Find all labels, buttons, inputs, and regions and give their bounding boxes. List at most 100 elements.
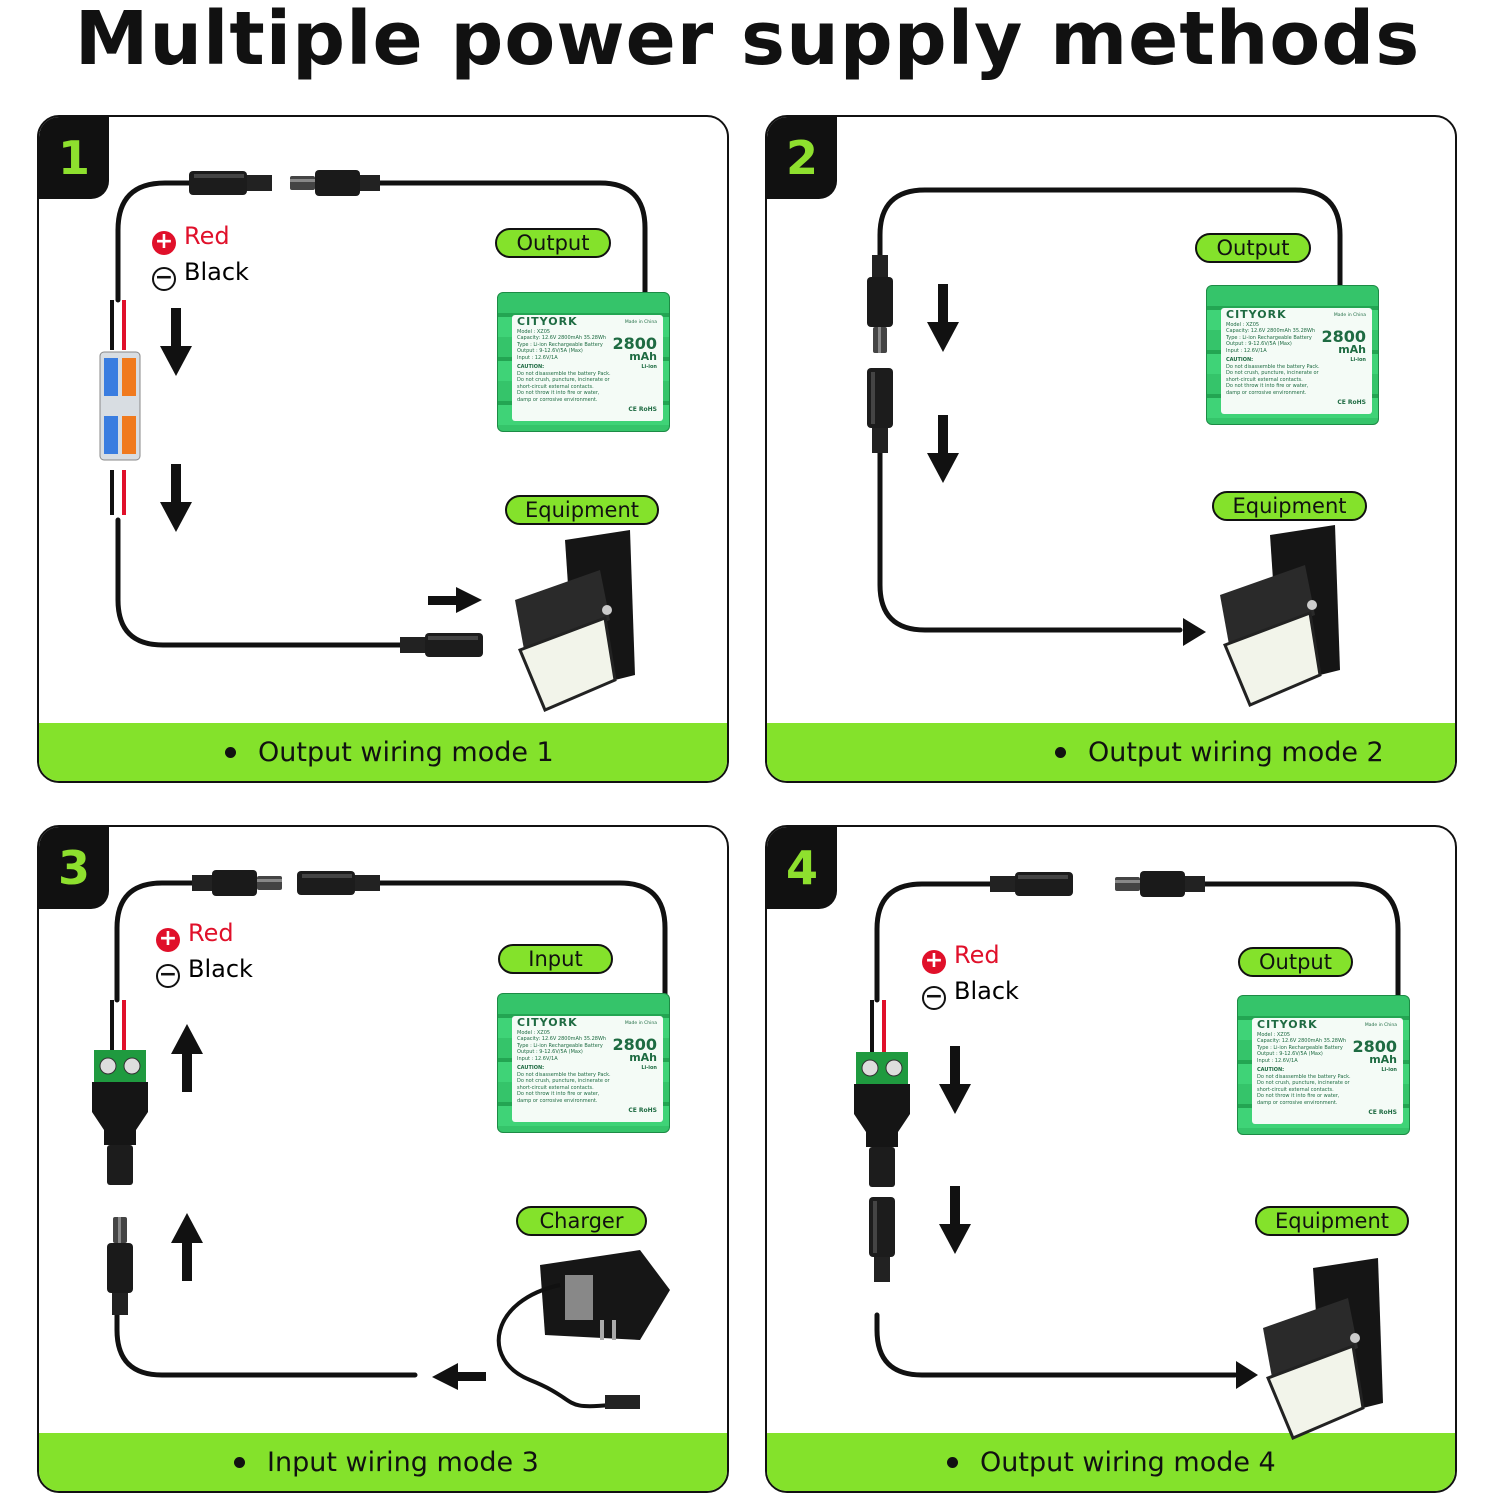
capacity-value: 2800 (612, 334, 657, 353)
equipment-light-image (513, 528, 637, 712)
equipment-light-image (1261, 1256, 1385, 1440)
spec-line: Model : XZ05 (517, 328, 551, 335)
caution-line: Do not throw it into fire or water, damp… (517, 1091, 600, 1104)
plus-icon: + (156, 928, 180, 952)
page-title: Multiple power supply methods (74, 0, 1421, 82)
brand-logo: CITYORK (517, 315, 578, 328)
spec-line: Capacity: 12.6V 2800mAh 35.28Wh (517, 1036, 607, 1042)
capacity-value: 2800 (1352, 1037, 1397, 1056)
red-label: Red (184, 222, 230, 250)
spec-line: Type : Li-ion Rechargeable Battery (1257, 1044, 1343, 1051)
arrow-down-icon (939, 1186, 971, 1254)
spec-line: Input : 12.6V/1A (517, 354, 558, 361)
caution-title: CAUTION: (1257, 1067, 1285, 1073)
certification-marks: CE RoHS (1337, 398, 1366, 406)
spec-line: Type : Li-ion Rechargeable Battery (517, 341, 603, 348)
minus-icon: − (922, 986, 946, 1010)
spec-line: Model : XZ05 (1257, 1031, 1291, 1038)
caution-list: Do not disassemble the battery Pack. Do n… (1226, 364, 1321, 397)
caution-title: CAUTION: (1226, 357, 1254, 363)
panel-caption: Output wiring mode 4 (767, 1433, 1455, 1491)
tag-equipment: Equipment (505, 495, 659, 525)
tag-equipment: Equipment (1255, 1206, 1409, 1236)
minus-icon: − (152, 267, 176, 291)
dc-male-connector (290, 170, 380, 196)
caution-line: Do not throw it into fire or water, damp… (517, 390, 600, 403)
spec-line: Model : XZ05 (517, 1029, 551, 1036)
dc-terminal-adapter (91, 1049, 149, 1186)
arrow-down-icon (927, 415, 959, 483)
dc-male-connector (867, 255, 893, 353)
black-label: Black (188, 955, 253, 983)
dc-male-connector (107, 1217, 133, 1315)
plus-icon: + (922, 950, 946, 974)
chemistry: Li-ion (641, 1065, 657, 1071)
spec-line: Output : 9-12.6V/5A (Max) (1257, 1051, 1323, 1057)
arrow-head-icon (1183, 618, 1206, 646)
spec-line: Output : 9-12.6V/5A (Max) (517, 1049, 583, 1055)
dc-male-connector (192, 870, 282, 896)
spec-line: Type : Li-ion Rechargeable Battery (1226, 334, 1312, 341)
chemistry: Li-ion (641, 364, 657, 370)
dc-female-connector (189, 171, 272, 195)
tag-output: Output (1238, 947, 1353, 977)
caution-line: Do not disassemble the battery Pack. (517, 370, 611, 377)
bullet-icon (225, 746, 236, 758)
bullet-icon (234, 1456, 245, 1468)
polarity-legend: +Red−Black (152, 219, 249, 291)
caution-line: Do not crush, puncture, incinerate or sh… (517, 377, 610, 390)
charger-image (496, 1250, 670, 1409)
spec-line: Output : 9-12.6V/5A (Max) (1226, 341, 1292, 347)
bullet-icon (947, 1456, 958, 1468)
tag-equipment: Equipment (1212, 491, 1367, 521)
spec-line: Capacity: 12.6V 2800mAh 35.28Wh (1257, 1038, 1347, 1044)
panel-caption: Output wiring mode 2 (767, 723, 1455, 781)
spec-line: Model : XZ05 (1226, 321, 1260, 328)
dc-male-connector (1115, 871, 1205, 897)
capacity-unit: mAh (629, 1051, 657, 1064)
tag-output: Output (1195, 233, 1311, 263)
caution-line: Do not disassemble the battery Pack. (1226, 363, 1320, 370)
spec-line: Capacity: 12.6V 2800mAh 35.28Wh (517, 335, 607, 341)
capacity-value: 2800 (1321, 327, 1366, 346)
arrow-down-icon (160, 464, 192, 532)
made-in-text: Made in China (1333, 313, 1366, 318)
red-label: Red (954, 941, 1000, 969)
panel-number: 4 (767, 827, 837, 909)
arrow-head-icon (1236, 1361, 1258, 1389)
caution-list: Do not disassemble the battery Pack.Do n… (517, 371, 612, 404)
black-label: Black (184, 258, 249, 286)
arrow-right-icon (428, 587, 482, 613)
brand-logo: CITYORK (1226, 308, 1287, 321)
caption-text: Input wiring mode 3 (267, 1446, 539, 1478)
arrow-down-icon (939, 1046, 971, 1114)
spec-line: Input : 12.6V/1A (1226, 347, 1267, 354)
capacity-unit: mAh (1338, 343, 1366, 356)
caution-line: Do not throw it into fire or water, damp… (1226, 383, 1309, 396)
caution-line: Do not throw it into fire or water, damp… (1257, 1093, 1340, 1106)
tag-charger: Charger (516, 1206, 647, 1236)
panel-caption: Output wiring mode 1 (39, 723, 727, 781)
spec-line: Output : 9-12.6V/5A (Max) (517, 348, 583, 354)
capacity-value: 2800 (612, 1035, 657, 1054)
spec-line: Input : 12.6V/1A (1257, 1057, 1298, 1064)
arrow-left-icon (432, 1363, 486, 1390)
red-label: Red (188, 919, 234, 947)
made-in-text: Made in China (1364, 1023, 1397, 1028)
dc-female-connector (400, 633, 483, 657)
panel-3: 3 Input wiring mode 3 (37, 825, 729, 1493)
panel-caption: Input wiring mode 3 (39, 1433, 727, 1491)
